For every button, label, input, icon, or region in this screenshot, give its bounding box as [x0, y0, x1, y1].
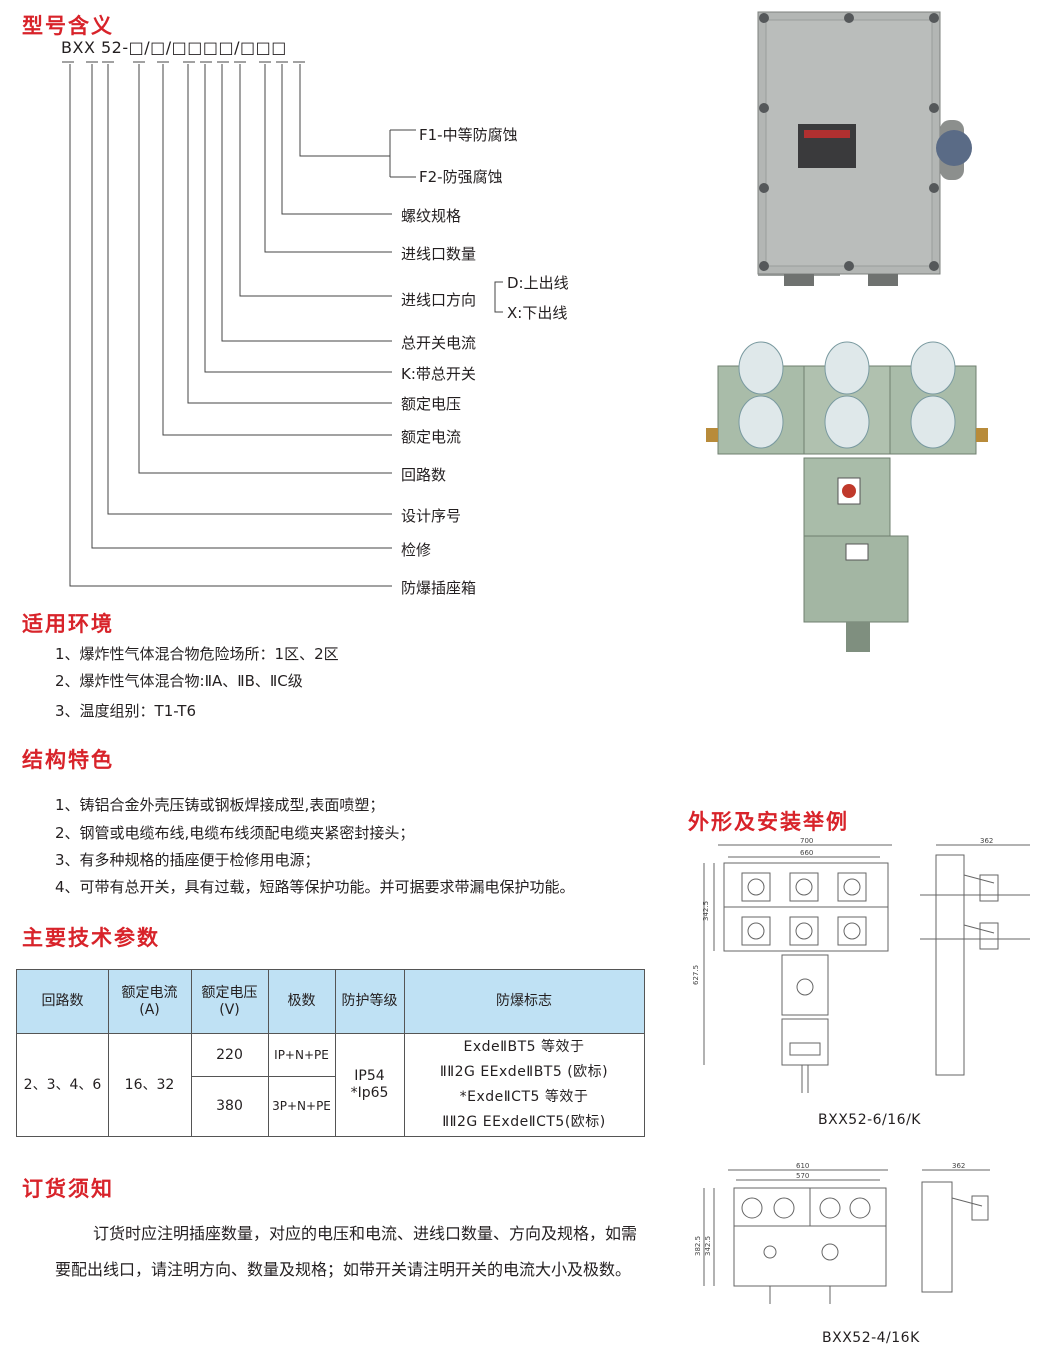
dim1-h2: 627.5	[692, 965, 700, 985]
structure-title: 结构特色	[22, 748, 114, 772]
dim1-w2: 660	[800, 849, 813, 857]
params-title: 主要技术参数	[22, 926, 160, 950]
dim2-h2: 342.5	[704, 1236, 712, 1256]
model-breakdown-lines	[62, 61, 503, 587]
td-ex-3: *ExdeⅡCT5 等效于	[459, 1089, 589, 1105]
label-inlet-count: 进线口数量	[401, 245, 477, 263]
td-circuits: 2、3、4、6	[23, 1076, 102, 1093]
order-text: 订货时应注明插座数量，对应的电压和电流、进线口数量、方向及规格，如需要配出线口，…	[55, 1224, 638, 1279]
params-table: 回路数 额定电流 (A) 额定电压 (V) 极数 防护等级 防爆标志 2、3、4…	[16, 969, 645, 1137]
model-code: BXX 52-□/□/□□□□/□□□	[61, 38, 287, 57]
th-protection: 防护等级	[341, 993, 398, 1009]
label-f2: F2-防强腐蚀	[419, 168, 503, 186]
label-inlet-direction: 进线口方向	[401, 291, 477, 309]
label-rated-voltage: 额定电压	[401, 395, 462, 413]
label-f1: F1-中等防腐蚀	[419, 126, 518, 144]
th-circuits: 回路数	[41, 993, 84, 1009]
dim2-side: 362	[952, 1162, 965, 1170]
order-title: 订货须知	[22, 1177, 114, 1201]
th-current: 额定电流 (A)	[108, 970, 191, 1033]
structure-item-3: 3、有多种规格的插座便于检修用电源；	[55, 851, 320, 869]
th-voltage-unit: (V)	[219, 1001, 240, 1018]
td-protection-2: *Ip65	[350, 1085, 389, 1101]
label-design-no: 设计序号	[401, 507, 462, 525]
label-main-switch-current: 总开关电流	[401, 334, 477, 352]
install-caption-2: BXX52-4/16K	[822, 1330, 920, 1346]
install-title: 外形及安装举例	[688, 810, 849, 834]
install-caption-1: BXX52-6/16/K	[818, 1112, 921, 1128]
environment-item-1: 1、爆炸性气体混合物危险场所：1区、2区	[55, 645, 339, 663]
th-current-label: 额定电流	[121, 984, 178, 1001]
td-poles-1: IP+N+PE	[274, 1047, 329, 1062]
td-ex-1: ExdeⅡBT5 等效于	[463, 1039, 585, 1055]
environment-item-3: 3、温度组别：T1-T6	[55, 702, 196, 720]
td-protection: IP54 *Ip65	[335, 1034, 404, 1136]
th-voltage-label: 额定电压	[201, 984, 258, 1001]
td-ex-4: ⅡⅡ2G EExdeⅡCT5(欧标)	[442, 1114, 606, 1130]
dim2-w1: 610	[796, 1162, 809, 1170]
environment-title: 适用环境	[22, 612, 114, 636]
label-k: K:带总开关	[401, 365, 476, 383]
install-drawing-2: 610 570 362 382.5 342.5	[694, 1162, 990, 1304]
product-photo-enclosure	[757, 11, 972, 286]
structure-item-4: 4、可带有总开关，具有过载，短路等保护功能。并可据要求带漏电保护功能。	[55, 878, 575, 896]
label-direction-d: D:上出线	[507, 274, 569, 292]
label-box: 防爆插座箱	[401, 579, 477, 597]
td-poles-2: 3P+N+PE	[272, 1099, 331, 1113]
td-voltage-380: 380	[216, 1098, 243, 1114]
dim1-side: 362	[980, 837, 993, 845]
install-drawing-1: 700 660 362 342.5 627.5	[692, 837, 1030, 1093]
label-rated-current: 额定电流	[401, 428, 462, 446]
dim1-w1: 700	[800, 837, 813, 845]
label-thread: 螺纹规格	[401, 207, 462, 225]
td-ex-2: ⅡⅡ2G EExdeⅡBT5 (欧标)	[439, 1064, 609, 1080]
label-direction-x: X:下出线	[507, 304, 568, 322]
dim2-h1: 382.5	[694, 1236, 702, 1256]
th-poles: 极数	[287, 993, 316, 1009]
environment-item-2: 2、爆炸性气体混合物:ⅡA、ⅡB、ⅡC级	[55, 672, 303, 690]
dim1-h1: 342.5	[702, 901, 710, 921]
th-current-unit: (A)	[139, 1001, 160, 1018]
dim2-w2: 570	[796, 1172, 809, 1180]
td-current: 16、32	[124, 1076, 175, 1093]
label-circuits: 回路数	[401, 466, 447, 484]
td-voltage-220: 220	[216, 1046, 243, 1063]
product-photo-socket-box	[706, 341, 988, 652]
structure-item-1: 1、铸铝合金外壳压铸或钢板焊接成型,表面喷塑；	[55, 796, 385, 814]
structure-item-2: 2、钢管或电缆布线,电缆布线须配电缆夹紧密封接头；	[55, 824, 415, 842]
label-maintenance: 检修	[401, 541, 432, 559]
th-voltage: 额定电压 (V)	[191, 970, 268, 1033]
th-ex-mark: 防爆标志	[496, 993, 552, 1009]
td-protection-1: IP54	[354, 1068, 385, 1084]
model-meaning-title: 型号含义	[22, 14, 114, 38]
td-ex-mark: ExdeⅡBT5 等效于 ⅡⅡ2G EExdeⅡBT5 (欧标) *ExdeⅡC…	[404, 1034, 644, 1136]
table-header-bg	[17, 970, 644, 1033]
